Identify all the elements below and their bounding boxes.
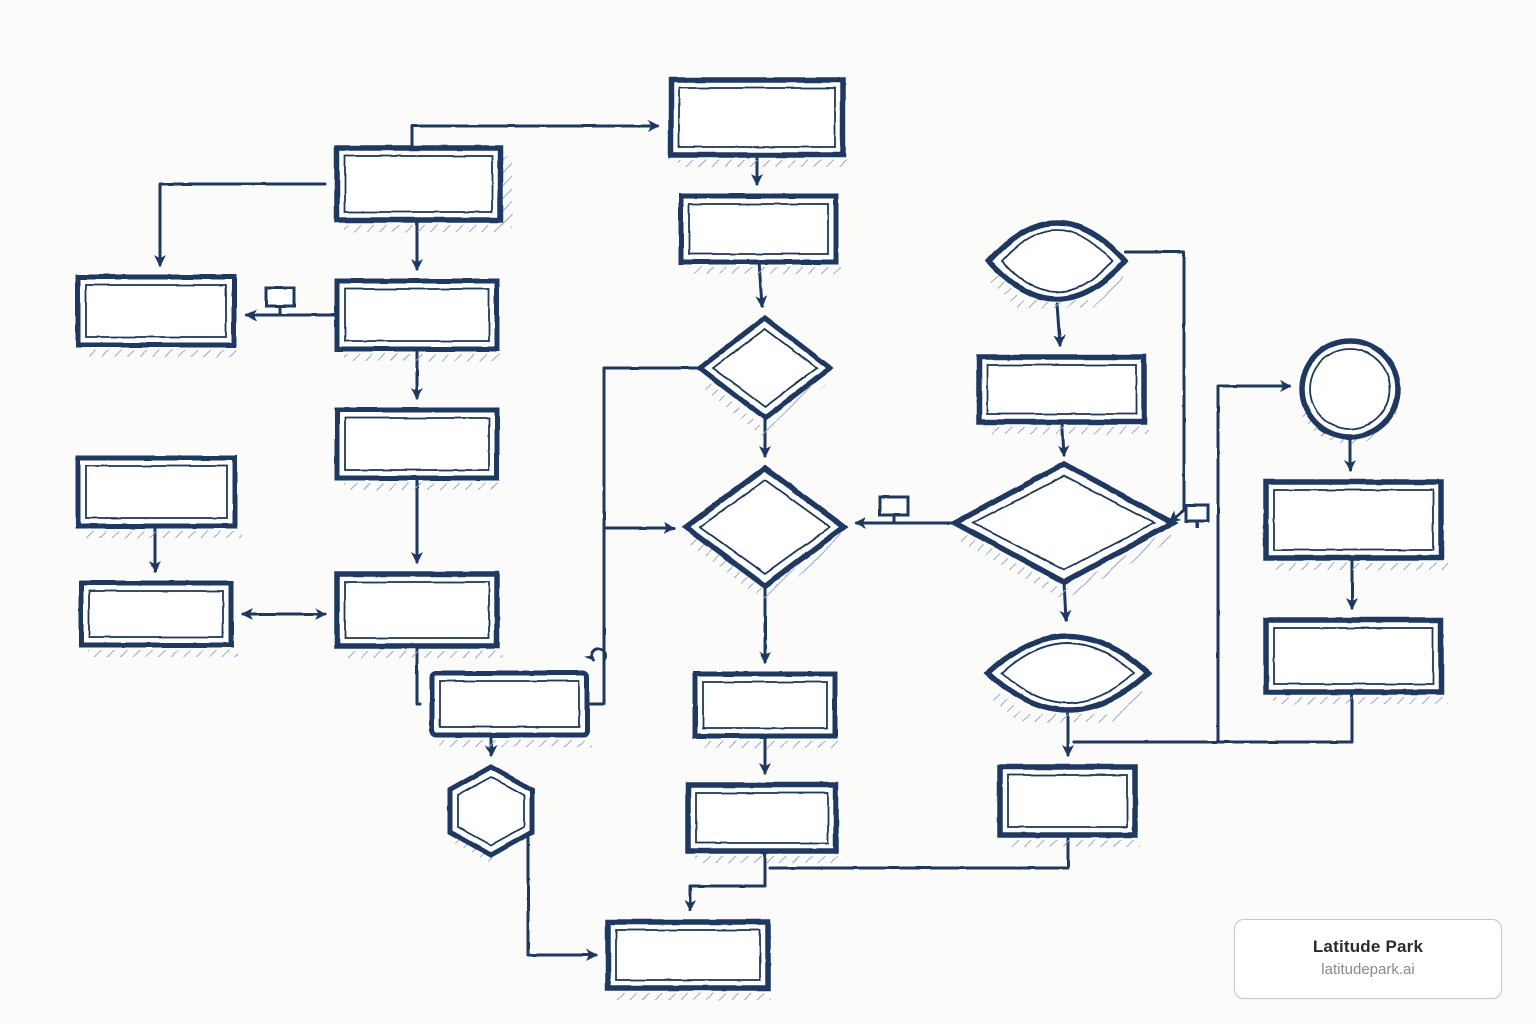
node-n6-rectangle bbox=[78, 580, 238, 657]
edge-n1-n10 bbox=[410, 120, 660, 150]
node-n20-lens bbox=[983, 633, 1153, 722]
node-n24-rectangle bbox=[1263, 617, 1448, 704]
node-n17-lens bbox=[985, 220, 1129, 308]
node-n3-rectangle bbox=[334, 278, 503, 361]
edge-curl-marker bbox=[584, 647, 607, 662]
node-n21-rectangle bbox=[997, 764, 1140, 847]
edge-n12-n8 bbox=[602, 366, 702, 662]
node-n1-rectangle bbox=[334, 145, 512, 232]
node-n4-rectangle bbox=[334, 407, 503, 490]
node-n10-rectangle bbox=[668, 77, 849, 167]
edge-n15-n16 bbox=[684, 849, 767, 912]
node-n2-rectangle bbox=[75, 274, 240, 357]
node-n18-rectangle bbox=[976, 354, 1149, 434]
node-n22-circle bbox=[1299, 338, 1401, 444]
edge-n19-n20 bbox=[1059, 580, 1072, 622]
edge-n1-n2 bbox=[154, 182, 327, 267]
edge-label-tag-1 bbox=[264, 286, 296, 315]
node-n8-rectangle bbox=[429, 670, 592, 747]
node-n16-rectangle bbox=[605, 919, 771, 1000]
watermark-title: Latitude Park bbox=[1312, 936, 1424, 956]
node-n7-rectangle bbox=[334, 571, 503, 658]
edge-n24-out bbox=[1072, 690, 1354, 744]
watermark-url: latitudepark.ai bbox=[1321, 961, 1415, 979]
edge-label-tag-3 bbox=[1184, 503, 1210, 528]
watermark-card: Latitude Park latitudepark.ai bbox=[1234, 919, 1502, 999]
edge-n7-n8 bbox=[415, 644, 422, 706]
edge-label-tag-2 bbox=[878, 495, 910, 523]
node-n23-rectangle bbox=[1263, 479, 1448, 570]
node-n5-rectangle bbox=[75, 455, 242, 538]
node-n15-rectangle bbox=[685, 782, 843, 863]
node-n13-diamond bbox=[681, 464, 849, 601]
edge-n18-n19 bbox=[1057, 420, 1070, 457]
edge-n17-n18 bbox=[1053, 302, 1066, 347]
node-n9-hexagon bbox=[447, 764, 535, 865]
edge-n17-n19 bbox=[1123, 250, 1186, 524]
node-n19-diamond bbox=[949, 460, 1179, 600]
node-n14-rectangle bbox=[692, 671, 840, 748]
edge-n9-n16 bbox=[526, 808, 598, 961]
node-n12-diamond bbox=[695, 314, 835, 436]
edge-n8-n13 bbox=[585, 522, 676, 706]
node-n11-rectangle bbox=[678, 193, 841, 274]
